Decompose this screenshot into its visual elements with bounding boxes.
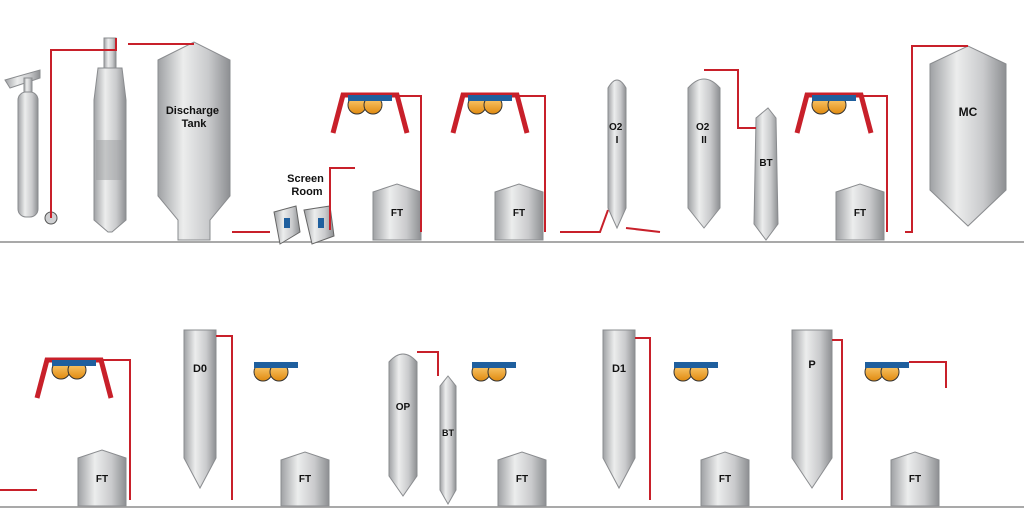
- filtrate-tank-8: FT: [890, 451, 940, 507]
- svg-text:FT: FT: [391, 208, 403, 219]
- svg-text:P: P: [808, 359, 815, 371]
- d1-tower: D1: [602, 329, 636, 490]
- feed-equipment: [4, 69, 58, 225]
- svg-text:BT: BT: [442, 428, 454, 438]
- washer-5: [253, 362, 298, 382]
- svg-text:FT: FT: [516, 474, 528, 485]
- pipework: [0, 38, 968, 500]
- svg-text:O2 II: O2 II: [696, 122, 712, 146]
- blow-tank-1: BT: [753, 107, 779, 241]
- discharge-tank-label-1: Discharge: [166, 105, 219, 117]
- mc-tower: MC: [929, 45, 1007, 227]
- svg-text:FT: FT: [909, 474, 921, 485]
- washer-8: [864, 362, 909, 382]
- svg-text:FT: FT: [96, 474, 108, 485]
- svg-text:BT: BT: [759, 158, 772, 169]
- filtrate-tank-6: FT: [497, 451, 547, 507]
- washer-1: [330, 92, 410, 134]
- svg-text:OP: OP: [396, 402, 411, 413]
- screen-units: [273, 205, 335, 245]
- washer-4: [34, 357, 114, 399]
- screen-room-label: Screen Room: [287, 173, 327, 198]
- svg-text:D0: D0: [193, 363, 207, 375]
- d0-tower: D0: [183, 329, 217, 490]
- svg-text:FT: FT: [854, 208, 866, 219]
- filtrate-tank-5: FT: [280, 451, 330, 507]
- svg-text:D1: D1: [612, 363, 626, 375]
- svg-text:FT: FT: [513, 208, 525, 219]
- washer-7: [673, 362, 718, 382]
- washer-6: [471, 362, 516, 382]
- blow-tank-2: BT: [439, 375, 457, 506]
- p-tower: P: [791, 329, 833, 489]
- filtrate-tank-4: FT: [77, 449, 127, 507]
- o2-reactor-1: O2 I: [607, 79, 627, 230]
- o2-reactor-2: O2 II: [687, 78, 721, 229]
- svg-text:FT: FT: [719, 474, 731, 485]
- filtrate-tank-7: FT: [700, 451, 750, 507]
- discharge-tank: Discharge Tank: [157, 41, 231, 241]
- svg-text:Discharge Tank: Discharge Tank: [166, 105, 222, 130]
- filtrate-tank-2: FT: [494, 183, 544, 241]
- filtrate-tank-3: FT: [835, 183, 885, 241]
- washer-3: [794, 92, 874, 134]
- washer-2: [450, 92, 530, 134]
- op-reactor: OP: [388, 353, 418, 497]
- svg-text:O2 I: O2 I: [609, 122, 625, 146]
- digester-vessel: [93, 37, 127, 233]
- filtrate-tank-1: FT: [372, 183, 422, 241]
- svg-text:MC: MC: [959, 105, 978, 119]
- svg-text:FT: FT: [299, 474, 311, 485]
- discharge-tank-label-2: Tank: [182, 118, 208, 130]
